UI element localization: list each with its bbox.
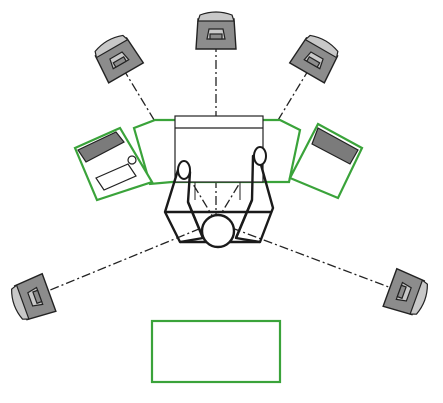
guide-line-front-right — [215, 60, 315, 223]
surround-left-speaker-icon — [6, 273, 57, 325]
guide-line-surround-right — [215, 221, 403, 293]
left-monitor-knob — [127, 155, 137, 165]
rectangle-outline-icon — [150, 319, 282, 384]
right-monitor — [288, 122, 364, 200]
front-center-speaker-icon — [195, 11, 237, 50]
left-monitor-screen — [77, 131, 125, 163]
left-monitor — [73, 126, 154, 202]
front-right-speaker-icon — [288, 30, 344, 84]
desk — [132, 115, 302, 200]
left-monitor-base — [95, 163, 137, 191]
chair-with-listener-icon — [163, 146, 275, 249]
listener-head — [200, 213, 236, 249]
front-left-speaker-icon — [89, 30, 145, 84]
surround-right-speaker-icon — [382, 268, 433, 320]
guide-line-surround-left — [37, 221, 217, 296]
right-monitor-screen — [311, 127, 359, 165]
